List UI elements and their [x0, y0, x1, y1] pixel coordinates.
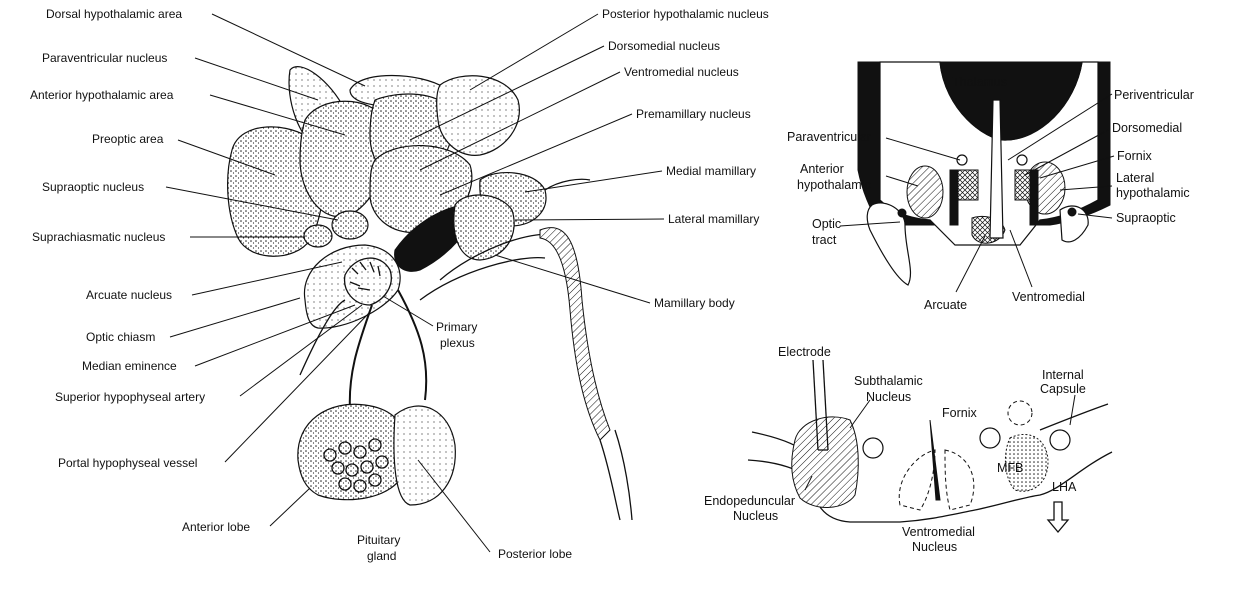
label-subthalamic-line1: Subthalamic — [854, 374, 923, 388]
label-pituitary-line1: Pituitary — [357, 533, 400, 547]
suprachiasmatic-shape — [303, 224, 333, 248]
anterior-hypothalamic-region — [906, 165, 944, 219]
label-ventromedial-line2: Nucleus — [912, 540, 957, 554]
label-anterior-hypothalamic-area: Anterior hypothalamic area — [30, 88, 174, 102]
label-internal-capsule-line1: Internal — [1042, 368, 1084, 382]
optic-chiasm-shape — [303, 244, 401, 329]
circle-structure-left — [862, 437, 884, 459]
anterior-lobe-shape — [297, 403, 408, 501]
hypothalamus-3d-drawing — [227, 66, 633, 521]
label-paraventricular-nucleus: Paraventricular nucleus — [42, 51, 167, 65]
ventromedial-region — [898, 449, 936, 511]
electrode-shaft — [812, 359, 819, 451]
label-endopeduncular-line2: Nucleus — [733, 509, 778, 523]
label-periventricular: Periventricular — [1114, 88, 1194, 102]
label-ventromedial-nucleus: Ventromedial nucleus — [624, 65, 739, 79]
label-thalamus: Thalamus — [952, 75, 1007, 89]
label-paraventricular: Paraventricular — [787, 130, 871, 144]
label-ventromedial-line1: Ventromedial — [902, 525, 975, 539]
down-arrow-icon — [1046, 501, 1070, 534]
label-endopeduncular-line1: Endopeduncular — [704, 494, 795, 508]
section-leader-lines — [839, 93, 1115, 293]
label-dorsomedial-nucleus: Dorsomedial nucleus — [608, 39, 720, 53]
superior-hypophyseal-artery-shape — [299, 299, 346, 376]
label-anterior-line2: hypothalamic — [797, 178, 871, 192]
label-supraoptic: Supraoptic — [1116, 211, 1176, 225]
label-lateral-line2: hypothalamic — [1116, 186, 1190, 200]
label-portal-hypophyseal-vessel: Portal hypophyseal vessel — [58, 456, 197, 470]
label-pituitary-line2: gland — [367, 549, 396, 563]
label-dorsal-hypothalamic-area: Dorsal hypothalamic area — [46, 7, 182, 21]
mamillothalamic-tract-shape — [539, 227, 611, 441]
label-median-eminence: Median eminence — [82, 359, 177, 373]
label-posterior-hypothalamic-nucleus: Posterior hypothalamic nucleus — [602, 7, 769, 21]
label-subthalamic-line2: Nucleus — [866, 390, 911, 404]
label-anterior-line1: Anterior — [800, 162, 844, 176]
thalamus-outline — [939, 61, 1083, 141]
lateral-mamillary-shape — [453, 194, 515, 261]
label-electrode: Electrode — [778, 345, 831, 359]
dorsomedial-region — [957, 169, 979, 201]
label-preoptic-area: Preoptic area — [92, 132, 164, 146]
label-fornix-lesion: Fornix — [942, 406, 977, 420]
label-ventromedial: Ventromedial — [1012, 290, 1085, 304]
label-primary-plexus-line2: plexus — [440, 336, 475, 350]
label-lha: LHA — [1052, 480, 1077, 494]
subthalamic-nucleus-region — [791, 416, 859, 508]
mfb-region — [1004, 433, 1049, 492]
secondary-plexus-shape — [323, 438, 389, 493]
pituitary-stalk — [348, 304, 373, 411]
lesion-diagram — [747, 359, 1113, 534]
optic-tract-right — [1059, 205, 1089, 243]
lesion-labels: Electrode Subthalamic Nucleus Fornix Int… — [704, 345, 1086, 554]
label-suprachiasmatic-nucleus: Suprachiasmatic nucleus — [32, 230, 165, 244]
label-optic-chiasm: Optic chiasm — [86, 330, 155, 344]
label-fornix: Fornix — [1117, 149, 1152, 163]
label-arcuate-nucleus: Arcuate nucleus — [86, 288, 172, 302]
label-arcuate: Arcuate — [924, 298, 967, 312]
posterior-lobe-shape — [393, 405, 456, 506]
posterior-hypothalamic-shape — [436, 75, 520, 156]
label-supraoptic-nucleus: Supraoptic nucleus — [42, 180, 144, 194]
label-medial-mamillary: Medial mamillary — [666, 164, 756, 178]
coronal-section-drawing — [857, 61, 1111, 286]
label-optic-line2: tract — [812, 233, 837, 247]
third-ventricle — [989, 99, 1004, 239]
left-leader-lines — [165, 13, 665, 553]
label-internal-capsule-line2: Capsule — [1040, 382, 1086, 396]
label-lateral-mamillary: Lateral mamillary — [668, 212, 759, 226]
label-posterior-lobe: Posterior lobe — [498, 547, 572, 561]
supraoptic-shape — [331, 210, 369, 240]
label-mfb: MFB — [997, 461, 1023, 475]
fornix-circle — [979, 427, 1001, 449]
section-labels: Thalamus Periventricular Paraventricular… — [787, 75, 1194, 312]
label-optic-line1: Optic — [812, 217, 841, 231]
label-primary-plexus-line1: Primary — [436, 320, 477, 334]
label-dorsomedial: Dorsomedial — [1112, 121, 1182, 135]
primary-plexus-shape — [343, 257, 392, 306]
label-mamillary-body: Mamillary body — [654, 296, 735, 310]
label-premamillary-nucleus: Premamillary nucleus — [636, 107, 751, 121]
label-superior-hypophyseal-artery: Superior hypophyseal artery — [55, 390, 205, 404]
left-labels: Dorsal hypothalamic area Paraventricular… — [30, 7, 769, 563]
label-lateral-line1: Lateral — [1116, 171, 1154, 185]
lesion-leader-lines — [804, 394, 1076, 491]
label-anterior-lobe: Anterior lobe — [182, 520, 250, 534]
